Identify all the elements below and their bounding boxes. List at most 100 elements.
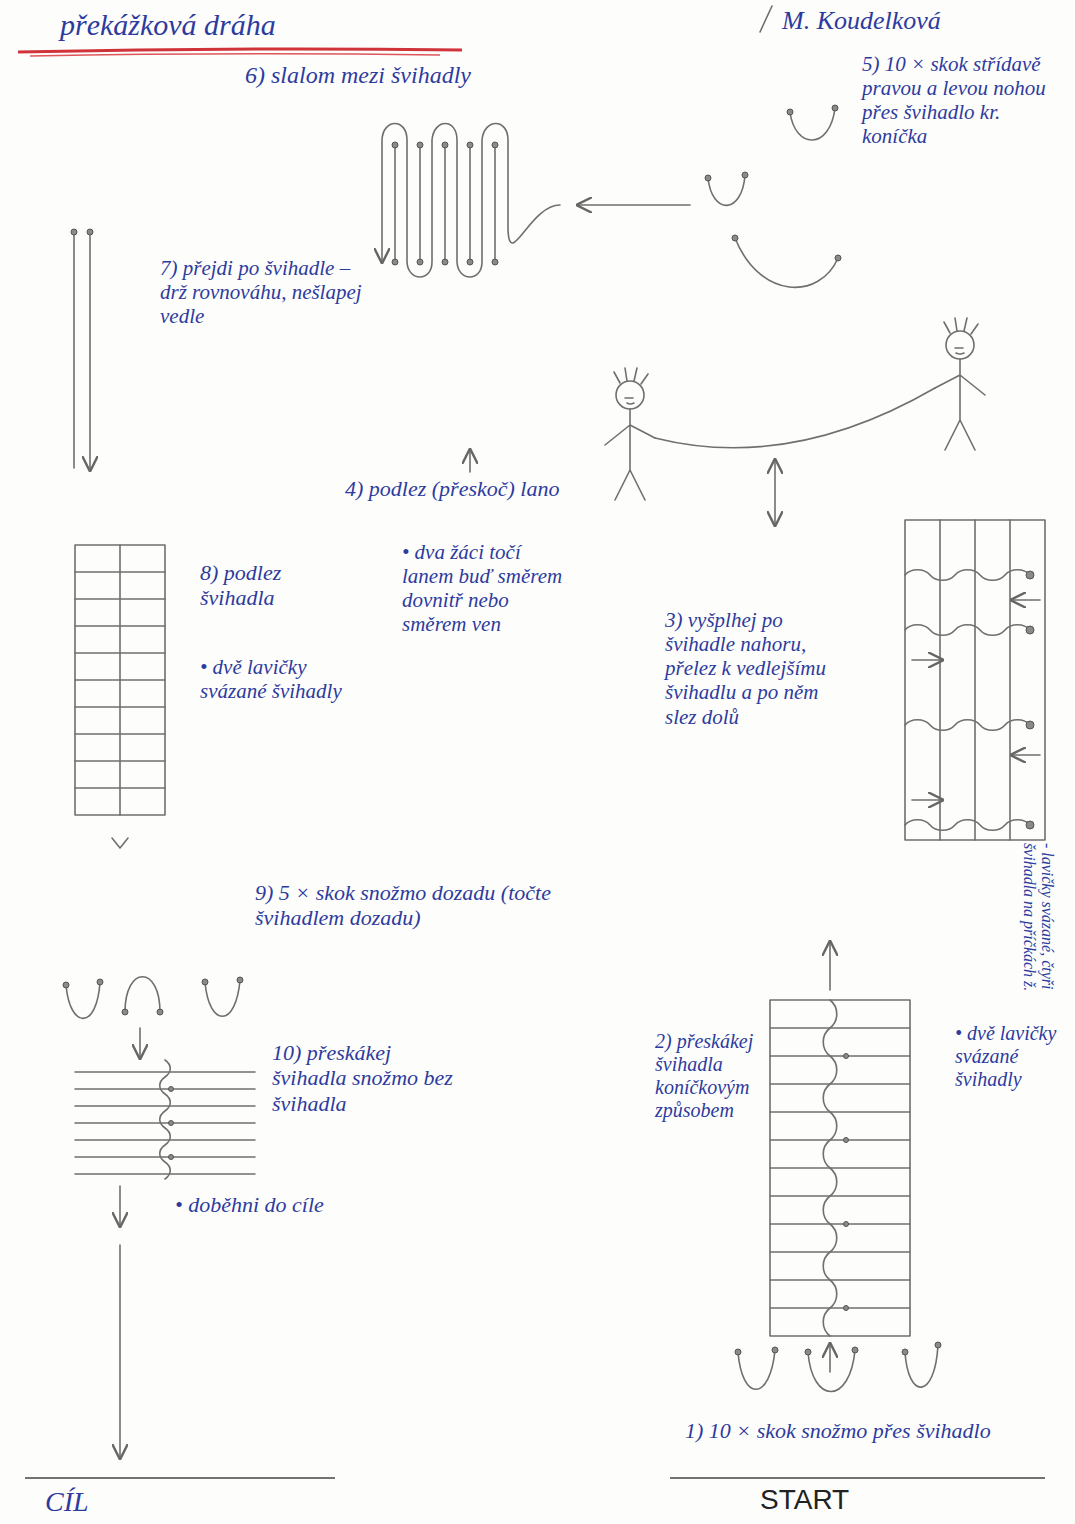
stick-figure: [625, 398, 634, 404]
rope-handle: [1026, 571, 1034, 579]
bench: [770, 1000, 910, 1336]
wall-bars: [940, 520, 1010, 840]
rope-handle: [63, 982, 69, 988]
direction-arrow: [829, 1344, 831, 1372]
rope-handle: [1026, 626, 1034, 634]
start-label: START: [760, 1484, 960, 1516]
rope-handle: [1026, 721, 1034, 729]
rope-handle: [772, 1347, 778, 1353]
stick-figure: [955, 348, 964, 354]
finish-label: CÍL: [45, 1486, 165, 1518]
rope: [905, 1345, 938, 1387]
bench-slats: [770, 1028, 910, 1308]
bullet-note: • dvě lavičky svázané švihadly: [955, 1022, 1063, 1091]
rope: [790, 108, 835, 140]
direction-arrow: [112, 838, 128, 848]
rope-handle: [97, 979, 103, 985]
rope-knot: [169, 1087, 174, 1092]
station-label: 3) vyšplhej po švihadle nahoru, přelez k…: [665, 608, 855, 729]
rope-handle: [805, 1349, 811, 1355]
direction-arrow: [829, 942, 831, 990]
rope-knot: [844, 1306, 849, 1311]
rope-handle: [157, 1009, 163, 1015]
station-label: 6) slalom mezi švihadly: [245, 62, 665, 90]
stick-figure: [935, 359, 985, 450]
rope-knot: [169, 1155, 174, 1160]
stick-figure: [616, 381, 644, 409]
rope-handle: [742, 172, 748, 178]
direction-arrow: [469, 450, 471, 472]
author-slash: [760, 6, 772, 32]
rope-handle: [902, 1349, 908, 1355]
direction-arrow: [139, 1028, 141, 1058]
bench-note: - lavičky svázané, čtyři švihadla na pří…: [1019, 843, 1056, 1018]
rope: [160, 1060, 171, 1179]
direction-arrow: [119, 1245, 121, 1458]
rope-handle: [237, 977, 243, 983]
long-rope: [655, 388, 935, 448]
rope-knot: [844, 1138, 849, 1143]
stick-figure: [944, 318, 978, 334]
rope: [395, 145, 495, 262]
rope-handle: [832, 105, 838, 111]
rope-handle: [202, 979, 208, 985]
rope-handle: [71, 229, 77, 235]
rope-knot: [844, 1054, 849, 1059]
finish-note: • doběhni do cíle: [175, 1192, 495, 1217]
rope: [735, 238, 838, 287]
rope-handle: [835, 255, 841, 261]
rope: [66, 982, 100, 1018]
direction-arrow: [119, 1186, 121, 1226]
station-label: 8) podlez švihadla: [200, 560, 350, 611]
finish-line: [25, 1477, 335, 1479]
bullet-note: • dvě lavičky svázané švihadly: [200, 655, 355, 703]
rope: [125, 977, 160, 1012]
station-label: 4) podlez (přeskoč) lano: [345, 476, 585, 501]
direction-arrow: [89, 234, 91, 470]
wall-bars: [905, 520, 1045, 840]
rope-handle: [735, 1349, 741, 1355]
direction-arrow: [1012, 599, 1040, 601]
direction-arrow: [578, 204, 690, 206]
rope: [205, 980, 240, 1016]
direction-arrow: [1012, 754, 1040, 756]
station-label: 1) 10 × skok snožmo přes švihadlo: [685, 1418, 1025, 1443]
bench-slats: [75, 545, 165, 815]
rope-handle: [787, 109, 793, 115]
rope-handle: [852, 1347, 858, 1353]
rope: [823, 1000, 837, 1336]
station-label: 5) 10 × skok střídavě pravou a levou noh…: [862, 52, 1052, 149]
title: překážková dráha: [60, 8, 276, 43]
station-label: 10) přeskákej švihadla snožmo bez švihad…: [272, 1040, 457, 1116]
bench: [75, 545, 165, 815]
rope: [808, 1350, 855, 1392]
rope: [708, 175, 745, 205]
station-label: 7) přejdi po švihadle – drž rovnováhu, n…: [160, 256, 365, 328]
stick-figure: [605, 409, 655, 500]
rope: [738, 1350, 775, 1389]
rope-handle: [705, 175, 711, 181]
rope-handle: [122, 1009, 128, 1015]
rope: [75, 1072, 255, 1174]
rope-handle: [732, 235, 738, 241]
slalom-path: [382, 124, 560, 278]
rope-handle: [935, 1342, 941, 1348]
rope-handle: [1026, 821, 1034, 829]
station-label: 9) 5 × skok snožmo dozadu (točte švihadl…: [255, 880, 615, 931]
station-label: 2) přeskákej švihadla koníčkovým způsobe…: [655, 1030, 765, 1122]
author-name: M. Koudelková: [782, 6, 1042, 36]
rope: [905, 570, 1030, 581]
bullet-note: • dva žáci točí lanem buď směrem dovnitř…: [402, 540, 567, 637]
rope: [905, 720, 1030, 731]
rope: [905, 820, 1030, 831]
rope: [73, 234, 75, 468]
direction-arrow: [774, 460, 776, 525]
start-line: [670, 1477, 1045, 1479]
stick-figure: [614, 368, 648, 384]
stick-figure: [946, 331, 974, 359]
direction-arrow: [912, 799, 942, 801]
title-underline: [18, 49, 462, 52]
title-underline: [30, 54, 440, 56]
